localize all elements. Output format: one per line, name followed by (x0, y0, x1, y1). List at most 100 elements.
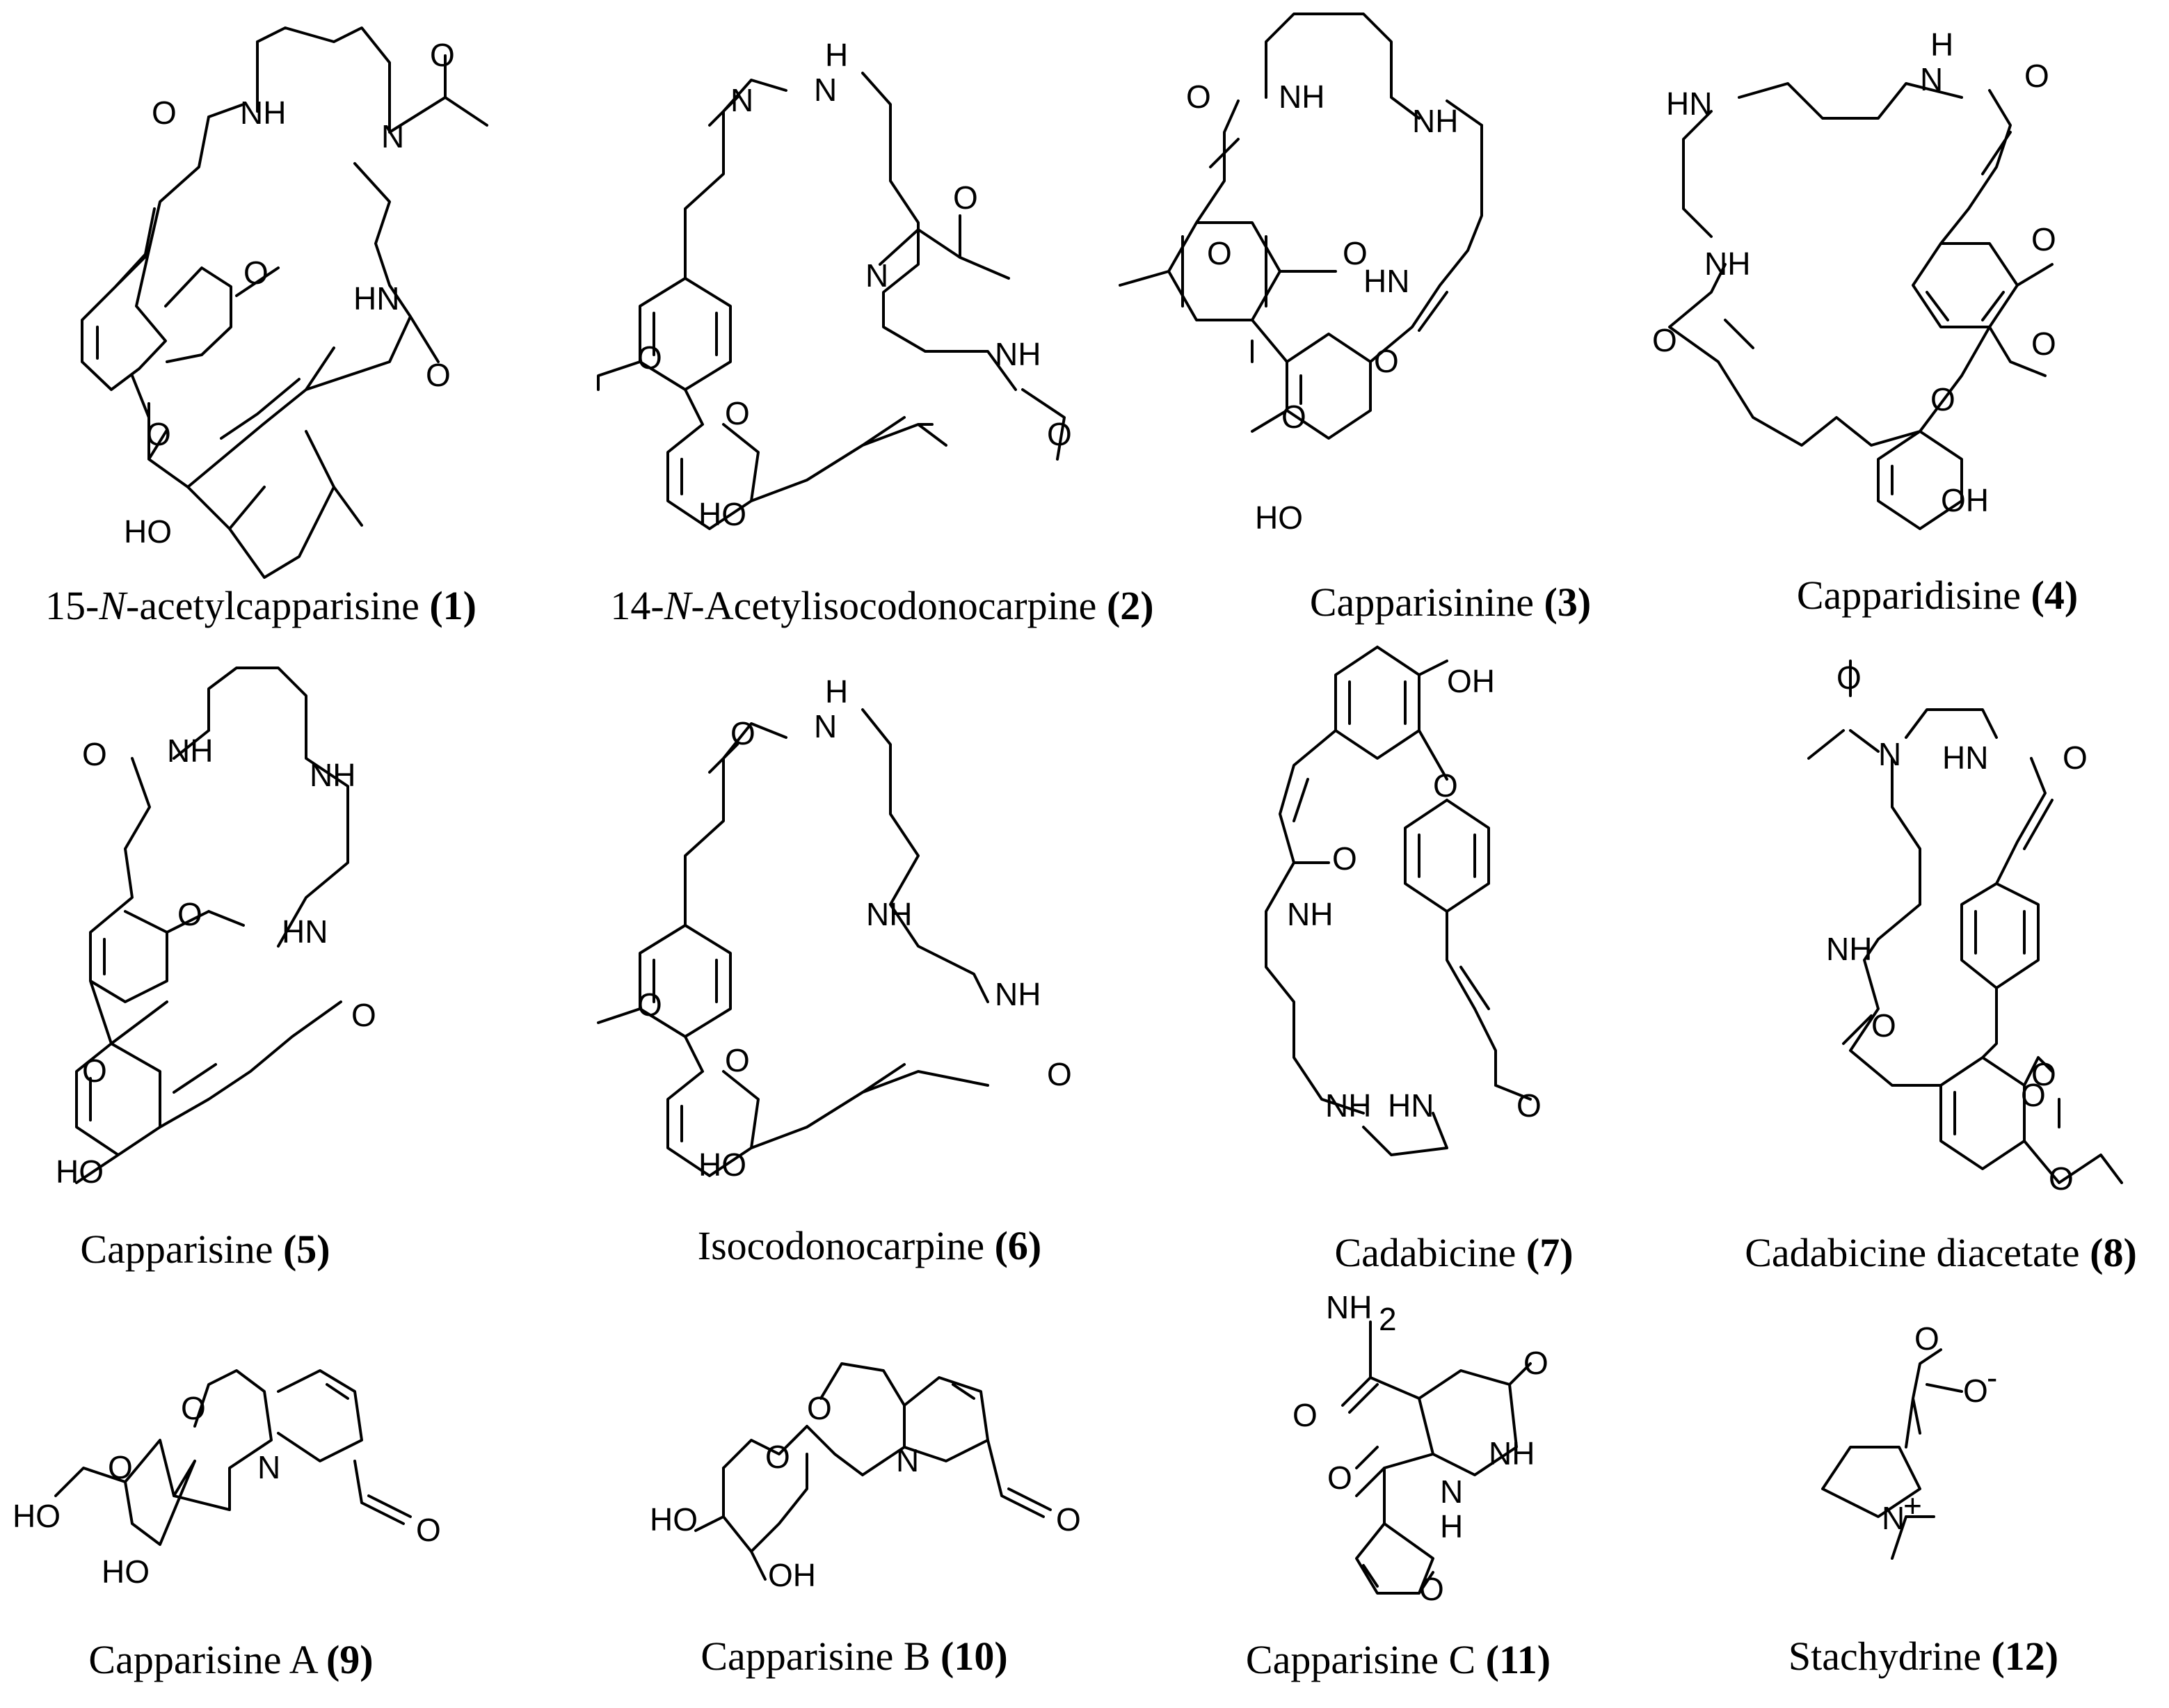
atom-label: O (2049, 1160, 2074, 1197)
atom-label: - (1987, 1359, 1997, 1396)
atom-label: O (146, 416, 171, 452)
atom-label: H (825, 673, 848, 710)
compound-name-4: Capparidisine (4) (1797, 573, 2078, 618)
atom-label: HN (282, 913, 328, 950)
compound-name-12: Stachydrine (12) (1788, 1634, 2058, 1679)
atom-label: O (1047, 416, 1072, 452)
atom-label: O (807, 1390, 832, 1426)
atom-label: O (426, 357, 451, 393)
structure-compound-4: HN H N O NH O O O O OH (1652, 26, 2056, 530)
atom-label: O (1516, 1087, 1542, 1124)
atom-label: 2 (1379, 1301, 1397, 1337)
atom-label: O (1327, 1460, 1352, 1496)
atom-label: O (177, 896, 202, 932)
atom-label: HO (698, 1147, 746, 1183)
atom-label: O (725, 395, 750, 431)
structure-compound-10: O O N HO OH O (650, 1362, 1081, 1593)
atom-label: O (1281, 399, 1306, 435)
atom-label: OH (768, 1557, 816, 1593)
atom-label: O (82, 1053, 107, 1089)
structure-compound-11: NH 2 O O O NH N H O (1292, 1289, 1548, 1607)
atom-label: N (1882, 1500, 1905, 1536)
compound-name-1: 15-N-acetylcapparisine (1) (45, 583, 477, 628)
atom-label: O (1419, 1571, 1444, 1607)
atom-label: O (1056, 1501, 1081, 1538)
atom-label: O (765, 1439, 790, 1475)
atom-label: O (2024, 58, 2049, 94)
structure-compound-12: O O - N + (1821, 1320, 1997, 1560)
atom-label: N (814, 708, 837, 744)
compound-name-11: Capparisine C (11) (1246, 1637, 1551, 1682)
structure-compound-3: O NH NH O O HN O O HO (1119, 13, 1483, 536)
atom-label: NH (240, 95, 286, 131)
atom-label: N (1878, 736, 1901, 772)
compound-name-7: Cadabicine (7) (1334, 1230, 1573, 1275)
compound-name-5: Capparisine (5) (80, 1227, 330, 1272)
atom-label: O (1930, 381, 1955, 417)
atom-label: NH (866, 896, 912, 932)
atom-label: HO (698, 496, 746, 532)
atom-label: NH (1279, 79, 1324, 115)
compound-name-3: Capparisinine (3) (1310, 580, 1591, 625)
atom-label: O (430, 37, 455, 73)
atom-label: O (108, 1449, 133, 1485)
atom-label: N (865, 257, 888, 294)
structure-compound-1: O NH N O O HN O O HO (81, 26, 488, 579)
atom-label: HN (353, 280, 399, 317)
atom-label: O (953, 179, 978, 216)
atom-label: O (1207, 235, 1232, 271)
atom-label: O (730, 715, 755, 751)
atom-label: NH (1704, 246, 1750, 282)
atom-label: O (637, 340, 662, 376)
atom-label: O (1523, 1345, 1548, 1381)
atom-label: O (1963, 1373, 1988, 1409)
structure-compound-7: OH O O NH NH HN O (1265, 646, 1542, 1156)
structure-compound-2: N H N O N O NH O O HO (597, 37, 1072, 532)
atom-label: N (381, 118, 404, 154)
atom-label: H (1440, 1508, 1463, 1545)
structure-compound-8: O N HN O NH O O O O (1807, 660, 2123, 1197)
atom-label: O (2031, 221, 2056, 257)
atom-label: OH (1941, 482, 1989, 518)
atom-label: O (1433, 767, 1458, 804)
atom-label: O (1914, 1320, 1939, 1357)
atom-label: NH (995, 336, 1041, 372)
atom-label: NH (167, 733, 213, 769)
atom-label: + (1903, 1487, 1922, 1524)
atom-label: NH (1325, 1087, 1371, 1124)
atom-label: N (896, 1442, 919, 1478)
atom-label: NH (310, 757, 355, 793)
atom-label: H (1930, 26, 1953, 63)
atom-label: HO (124, 513, 172, 550)
structure-compound-6: O H N NH O NH O O HO (597, 673, 1072, 1183)
atom-label: HO (13, 1498, 61, 1534)
structure-compound-9: O O N HO HO O (13, 1369, 441, 1590)
atom-label: O (1871, 1007, 1896, 1044)
atom-label: NH (1826, 931, 1872, 967)
atom-label: O (2063, 740, 2088, 776)
atom-label: O (181, 1390, 206, 1426)
compound-name-9: Capparisine A (9) (88, 1637, 373, 1682)
atom-label: HO (650, 1501, 698, 1538)
atom-label: O (1836, 660, 1862, 696)
atom-label: N (1440, 1474, 1463, 1510)
atom-label: HN (1388, 1087, 1434, 1124)
atom-label: HO (1255, 500, 1303, 536)
atom-label: HN (1666, 86, 1712, 122)
atom-label: O (243, 255, 269, 291)
atom-label: O (1332, 840, 1357, 877)
atom-label: O (1047, 1056, 1072, 1092)
atom-label: H (825, 37, 848, 73)
atom-label: N (257, 1449, 280, 1485)
atom-label: HO (102, 1554, 150, 1590)
atom-label: O (1652, 322, 1677, 358)
atom-label: O (351, 997, 376, 1033)
compound-name-8: Cadabicine diacetate (8) (1745, 1230, 2137, 1275)
atom-label: HN (1363, 263, 1409, 299)
atom-label: O (2031, 1056, 2056, 1092)
atom-label: HO (56, 1154, 104, 1190)
atom-label: N (1920, 61, 1943, 97)
atom-label: O (82, 736, 107, 772)
atom-label: O (416, 1512, 441, 1548)
